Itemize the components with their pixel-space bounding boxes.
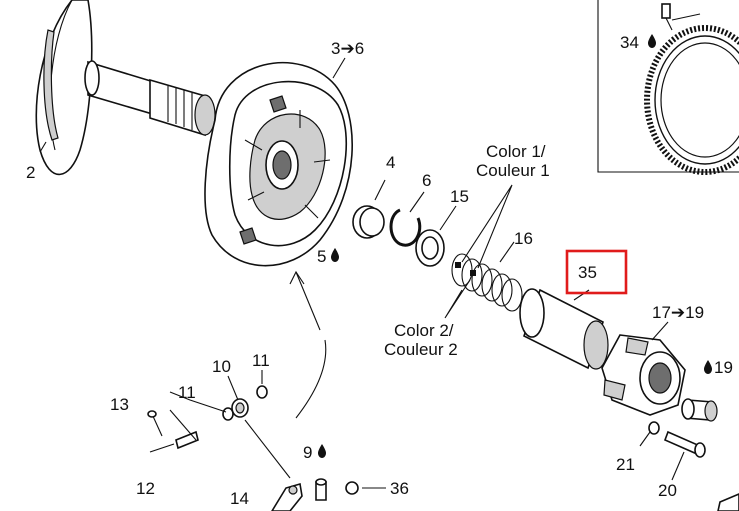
screw-34 [661, 3, 701, 31]
label-couleur-2: Couleur 2 [384, 340, 458, 359]
washer-21 [648, 421, 660, 435]
washer-15 [415, 229, 445, 267]
label-15: 15 [450, 187, 469, 206]
label-color-2: Color 2/ [394, 321, 454, 340]
screw-20 [663, 430, 706, 458]
spring-16 [451, 253, 523, 312]
ring-gear [644, 25, 739, 175]
movable-sheave [204, 61, 353, 267]
leader-lines [39, 57, 685, 489]
label-17-19: 17➔19 [652, 303, 704, 322]
roller-10 [231, 398, 249, 418]
label-19: 19 [714, 358, 733, 377]
inset-ring-gear-box [597, 0, 739, 175]
label-36: 36 [390, 479, 409, 498]
sleeve-35 [519, 288, 609, 370]
oil-drop-icon [331, 248, 339, 262]
label-3-6: 3➔6 [331, 39, 364, 58]
label-20: 20 [658, 481, 677, 500]
circlip-6 [389, 208, 422, 247]
label-10: 10 [212, 357, 231, 376]
label-9: 9 [303, 443, 312, 462]
bushing-19 [681, 398, 718, 422]
label-11-top: 11 [252, 351, 270, 370]
label-16: 16 [514, 229, 533, 248]
screw-13 [147, 410, 163, 437]
oil-drop-icon [318, 444, 326, 458]
pin-9 [315, 478, 327, 501]
lever-14 [271, 482, 303, 511]
label-6: 6 [422, 171, 431, 190]
label-34: 34 [620, 33, 639, 52]
spider-17-19 [601, 334, 686, 416]
fixed-sheave [35, 0, 216, 176]
oil-drop-icon [704, 360, 712, 374]
oil-drop-icon [648, 34, 656, 48]
label-14: 14 [230, 489, 249, 508]
highlight-box-35 [565, 249, 628, 295]
label-21: 21 [616, 455, 635, 474]
label-color-1: Color 1/ [486, 142, 546, 161]
bushing-4 [352, 205, 385, 239]
label-11-left: 11 [178, 383, 196, 402]
label-5: 5 [317, 247, 326, 266]
label-4: 4 [386, 153, 395, 172]
pin-12 [175, 430, 199, 450]
screw-36 [345, 481, 359, 495]
label-couleur-1: Couleur 1 [476, 161, 550, 180]
part-lower-right [717, 493, 739, 511]
label-2: 2 [26, 163, 35, 182]
label-13: 13 [110, 395, 129, 414]
label-35: 35 [578, 263, 597, 282]
label-12: 12 [136, 479, 155, 498]
washer-11 [222, 385, 268, 421]
